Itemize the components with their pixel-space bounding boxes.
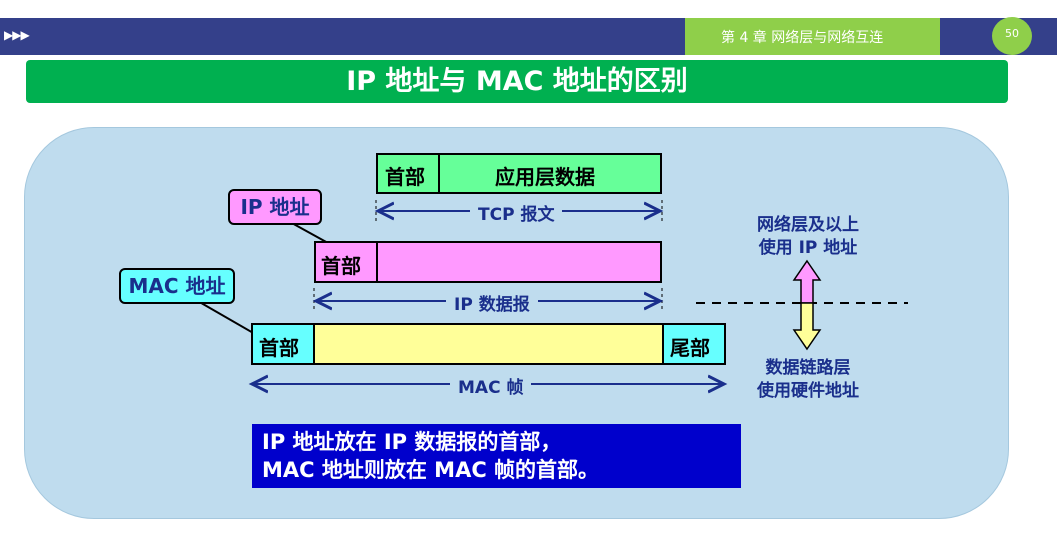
frame-payload-box xyxy=(313,323,664,365)
chapter-label: 第 4 章 网络层与网络互连 xyxy=(721,30,884,46)
summary-note: IP 地址放在 IP 数据报的首部， MAC 地址则放在 MAC 帧的首部。 xyxy=(252,424,741,488)
frame-header-box: 首部 xyxy=(251,323,315,365)
up-arrow-icon xyxy=(792,259,822,304)
frame-trailer-label: 尾部 xyxy=(670,336,710,360)
mac-frame-label: MAC 帧 xyxy=(450,373,532,398)
summary-note-line1: IP 地址放在 IP 数据报的首部， xyxy=(262,430,562,454)
slide-title: IP 地址与 MAC 地址的区别 xyxy=(26,60,1008,103)
ip-header-box: 首部 xyxy=(314,241,378,283)
upper-layer-line2: 使用 IP 地址 xyxy=(758,238,858,258)
chapter-tab: 第 4 章 网络层与网络互连 xyxy=(685,18,940,55)
tcp-header-label: 首部 xyxy=(385,165,425,189)
app-data-label: 应用层数据 xyxy=(495,165,595,189)
frame-trailer-box: 尾部 xyxy=(662,323,726,365)
mac-address-callout: MAC 地址 xyxy=(119,268,235,304)
ip-header-label: 首部 xyxy=(321,254,361,278)
frame-header-label: 首部 xyxy=(259,336,299,360)
summary-note-line2: MAC 地址则放在 MAC 帧的首部。 xyxy=(262,458,600,482)
down-arrow-icon xyxy=(792,302,822,351)
upper-layer-line1: 网络层及以上 xyxy=(757,215,859,235)
tcp-segment-label: TCP 报文 xyxy=(470,200,563,225)
ip-payload-box xyxy=(376,241,662,283)
ip-datagram-label: IP 数据报 xyxy=(446,290,538,315)
upper-layer-text: 网络层及以上 使用 IP 地址 xyxy=(738,214,878,260)
lower-layer-line1: 数据链路层 xyxy=(765,358,851,378)
page-number: 50 xyxy=(992,17,1032,55)
tcp-header-box: 首部 xyxy=(376,153,440,194)
lower-layer-text: 数据链路层 使用硬件地址 xyxy=(738,357,878,403)
app-data-box: 应用层数据 xyxy=(438,153,662,194)
ip-address-callout: IP 地址 xyxy=(228,189,322,225)
lower-layer-line2: 使用硬件地址 xyxy=(757,381,859,401)
nav-arrows-icon[interactable]: ▶▶▶ xyxy=(4,28,30,42)
